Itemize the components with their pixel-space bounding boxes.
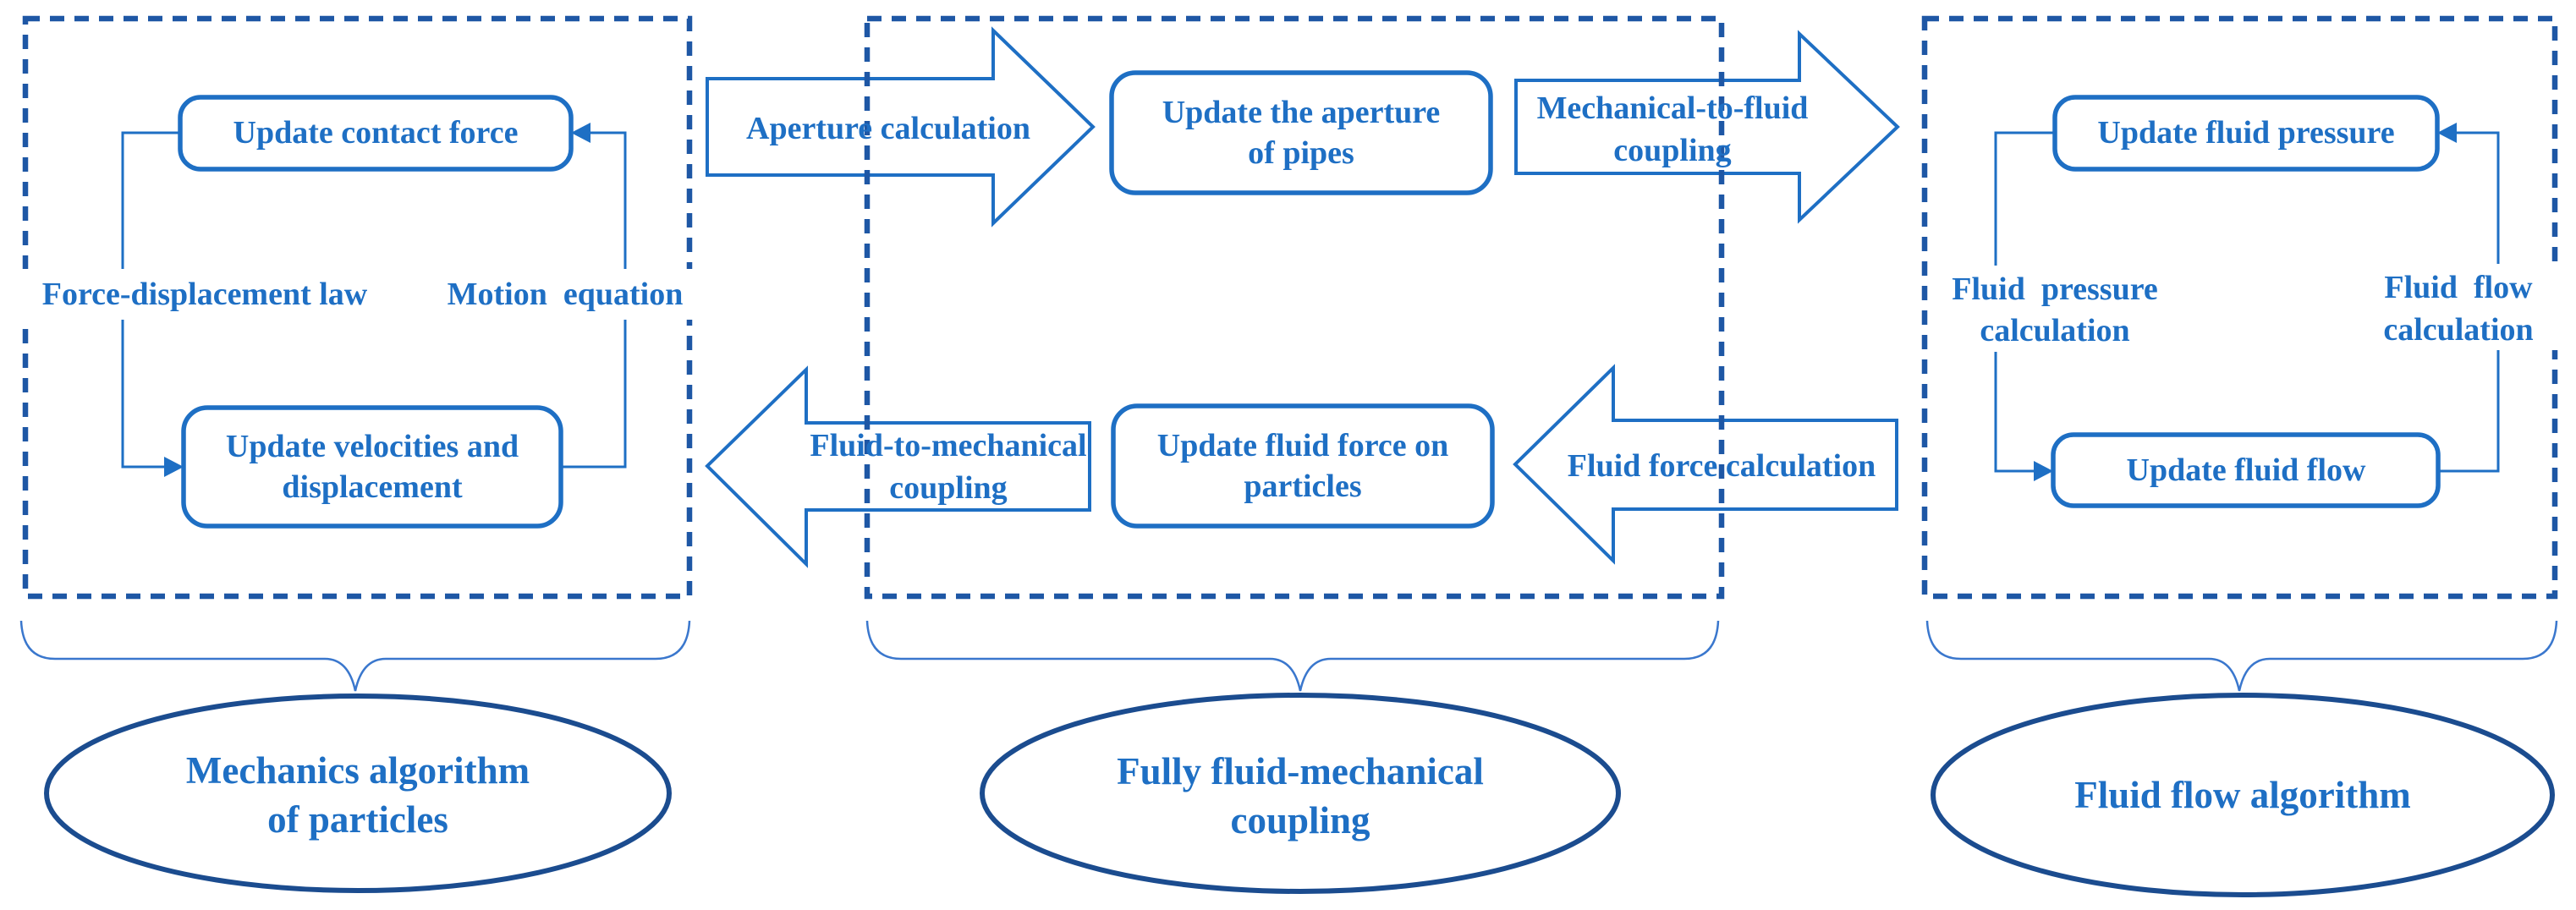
- edge-label-fluid-pressure-calc-line2: calculation: [1980, 313, 2129, 348]
- ellipse-label-coupling-line2: coupling: [1230, 799, 1370, 841]
- block-arrow-fluid-to-mechanical-icon: [705, 365, 1091, 568]
- node-label-update-fluid-flow: Update fluid flow: [2127, 452, 2366, 488]
- node-update-contact-force: [178, 95, 574, 172]
- label-bg-force-displacement: [21, 269, 389, 320]
- node-label-update-velocities-line2: displacement: [282, 469, 463, 505]
- brace-mechanics: [19, 620, 691, 692]
- label-bg-fluid-pressure-calc: [1936, 266, 2176, 352]
- arrow-label-fluid-to-mechanical-line1: Fluid-to-mechanical: [810, 428, 1086, 463]
- arrow-label-fluid-to-mechanical-line2: coupling: [889, 470, 1007, 506]
- label-bg-fluid-flow-calc: [2337, 264, 2576, 350]
- arrow-label-mechanical-to-fluid-line2: coupling: [1613, 133, 1731, 168]
- node-label-fluid-force-line1: Update fluid force on: [1157, 428, 1448, 463]
- arrowhead-into-update-velocities-icon: [164, 457, 184, 477]
- node-update-fluid-force-particles: [1111, 403, 1495, 529]
- block-arrow-mechanical-to-fluid-icon: [1514, 30, 1900, 224]
- edge-label-fluid-flow-calc-line2: calculation: [2383, 312, 2533, 348]
- node-label-fluid-force-line2: particles: [1244, 469, 1361, 504]
- node-label-update-velocities-line1: Update velocities and: [226, 429, 519, 464]
- arrowhead-into-update-fluid-flow-icon: [2034, 461, 2053, 481]
- label-bg-motion-equation: [427, 269, 706, 320]
- ellipse-label-mechanics-line2: of particles: [267, 798, 448, 841]
- brace-fluid-flow: [1925, 620, 2558, 692]
- edge-label-motion-equation: Motion equation: [448, 277, 684, 312]
- node-label-update-aperture-line2: of pipes: [1248, 135, 1354, 171]
- arrowhead-into-update-contact-force-icon: [571, 123, 590, 143]
- arrow-label-aperture-calculation: Aperture calculation: [746, 111, 1030, 146]
- node-update-velocities-displacement: [181, 405, 563, 529]
- ellipse-label-coupling-line1: Fully fluid-mechanical: [1117, 750, 1484, 792]
- node-update-fluid-pressure: [2052, 95, 2440, 172]
- node-label-update-aperture-line1: Update the aperture: [1162, 95, 1441, 130]
- ellipse-label-fluid-flow-algorithm: Fluid flow algorithm: [2074, 774, 2411, 816]
- node-label-update-fluid-pressure: Update fluid pressure: [2097, 115, 2394, 151]
- node-update-aperture-of-pipes: [1109, 70, 1493, 195]
- arrowhead-into-update-fluid-pressure-icon: [2437, 123, 2457, 143]
- ellipse-label-mechanics-line1: Mechanics algorithm: [186, 749, 530, 792]
- block-arrow-fluid-force-calculation-icon: [1513, 364, 1898, 565]
- arrow-label-fluid-force-calculation: Fluid force calculation: [1568, 448, 1876, 484]
- edge-label-fluid-flow-calc-line1: Fluid flow: [2384, 270, 2533, 305]
- edge-label-fluid-pressure-calc-line1: Fluid pressure: [1952, 271, 2158, 307]
- ellipse-fully-coupling: [980, 693, 1621, 894]
- dashed-frame-coupling: [864, 15, 1725, 600]
- ellipse-mechanics-algorithm: [44, 693, 672, 893]
- block-arrow-aperture-calculation-icon: [706, 26, 1096, 228]
- arrow-label-mechanical-to-fluid-line1: Mechanical-to-fluid: [1537, 90, 1809, 126]
- node-label-update-contact-force: Update contact force: [233, 115, 519, 151]
- ellipse-fluid-flow-algorithm: [1931, 693, 2555, 897]
- edge-label-force-displacement-law: Force-displacement law: [42, 277, 368, 312]
- brace-coupling: [865, 620, 1720, 692]
- node-update-fluid-flow: [2051, 432, 2441, 508]
